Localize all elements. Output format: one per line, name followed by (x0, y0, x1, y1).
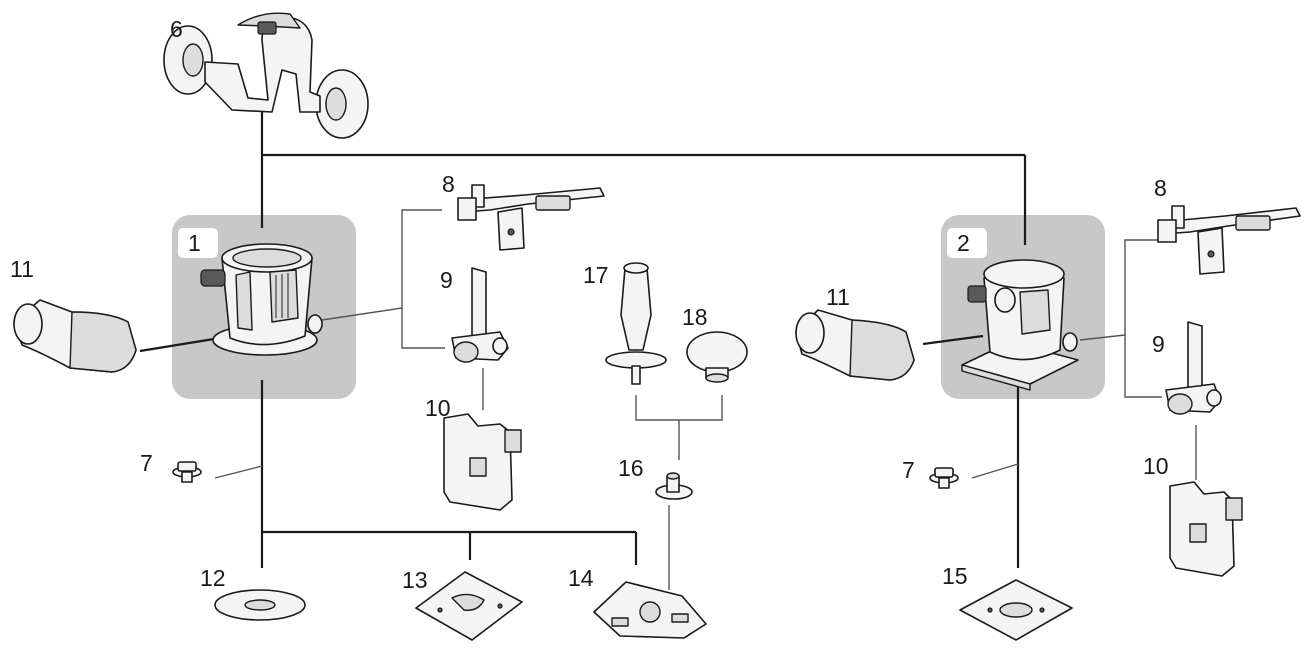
part-10-plate-right (1169, 481, 1243, 577)
callout-11-right: 11 (826, 284, 850, 310)
callout-9-left: 9 (440, 267, 453, 293)
part-9-guide-post-right (1165, 321, 1222, 415)
callout-10-left: 10 (425, 395, 451, 421)
part-16-adapter (655, 472, 693, 500)
callout-18: 18 (682, 304, 708, 330)
part-1-router-base (200, 243, 323, 356)
part-11-dust-nozzle-right (795, 309, 915, 381)
part-10-plate-left (443, 413, 522, 511)
callout-8-right: 8 (1154, 175, 1167, 201)
part-8-guide-rail-left (457, 184, 605, 251)
callout-2: 2 (957, 230, 970, 256)
part-18-knob (686, 331, 748, 383)
part-12-ring-plate (214, 589, 306, 621)
callout-17: 17 (583, 262, 609, 288)
callout-6: 6 (170, 16, 183, 42)
callout-16: 16 (618, 455, 644, 481)
badge-1 (178, 228, 218, 258)
callout-10-right: 10 (1143, 453, 1169, 479)
callout-13: 13 (402, 567, 428, 593)
part-11-dust-nozzle-left (13, 299, 137, 373)
callout-12: 12 (200, 565, 226, 591)
part-9-guide-post-left (451, 267, 509, 363)
part-15-square-plate (959, 579, 1073, 641)
callout-9-right: 9 (1152, 331, 1165, 357)
part-2-router-base (961, 259, 1079, 391)
callout-15: 15 (942, 563, 968, 589)
callout-11-left: 11 (10, 256, 34, 282)
callout-1: 1 (188, 230, 201, 256)
connector-lines (139, 100, 1197, 590)
callout-8-left: 8 (442, 171, 455, 197)
part-14-offset-plate (593, 581, 707, 639)
part-13-slot-plate (415, 571, 523, 641)
callout-7-left: 7 (140, 450, 153, 476)
callout-14: 14 (568, 565, 594, 591)
badge-2 (947, 228, 987, 258)
part-17-handle (605, 262, 667, 385)
part-6-handle (163, 12, 369, 139)
callout-7-right: 7 (902, 457, 915, 483)
part-8-guide-rail-right (1157, 205, 1301, 275)
part-7-knob-left (172, 461, 202, 483)
part-7-knob-right (929, 467, 959, 489)
